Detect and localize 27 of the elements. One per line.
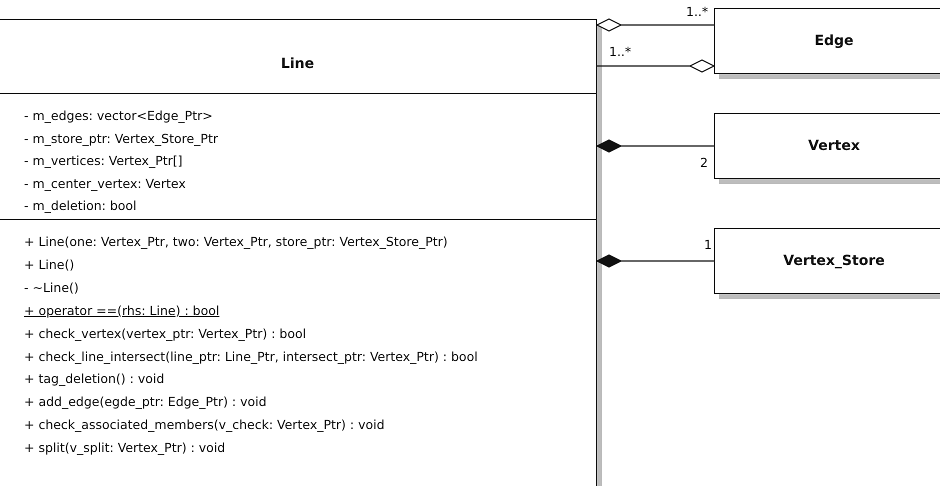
multiplicity-label: 1..* bbox=[609, 45, 632, 59]
class-name: Vertex_Store bbox=[782, 253, 886, 269]
operation-text: + check_vertex(vertex_ptr: Vertex_Ptr) : bool bbox=[24, 326, 306, 342]
operation-text: + add_edge(egde_ptr: Edge_Ptr) : void bbox=[24, 394, 267, 410]
attribute-text: - m_vertices: Vertex_Ptr[] bbox=[24, 153, 183, 170]
attribute-text: - m_store_ptr: Vertex_Store_Ptr bbox=[24, 130, 218, 147]
multiplicity-label: 1 bbox=[704, 238, 712, 252]
operation-text: + check_associated_members(v_check: Vertex_Ptr) : void bbox=[24, 417, 385, 434]
aggregation-line bbox=[596, 18, 714, 32]
class-name: Vertex bbox=[807, 138, 861, 154]
composition-line bbox=[596, 139, 714, 153]
multiplicity-label: 2 bbox=[700, 156, 708, 170]
class-name: Edge bbox=[813, 33, 855, 49]
class-name: Line bbox=[280, 56, 316, 72]
aggregation-line bbox=[597, 59, 715, 73]
operation-text: + Line(one: Vertex_Ptr, two: Vertex_Ptr, store_ptr: Vertex_Store_Ptr) bbox=[24, 234, 448, 250]
multiplicity-label: 1..* bbox=[686, 5, 708, 19]
operation-text: + split(v_split: Vertex_Ptr) : void bbox=[24, 440, 226, 456]
composition-line bbox=[596, 254, 714, 268]
attribute-text: - m_center_vertex: Vertex bbox=[24, 176, 186, 192]
operation-text: + check_line_intersect(line_ptr: Line_Ptr, intersect_ptr: Vertex_Ptr) : bool bbox=[24, 348, 478, 364]
operation-text: - ~Line() bbox=[24, 280, 79, 296]
operation-text: + tag_deletion() : void bbox=[24, 371, 164, 388]
attribute-text: - m_edges: vector<Edge_Ptr> bbox=[24, 108, 213, 124]
attribute-text: - m_deletion: bool bbox=[24, 198, 137, 214]
operation-text: + operator ==(rhs: Line) : bool bbox=[24, 302, 220, 319]
operation-text: + Line() bbox=[24, 256, 74, 273]
